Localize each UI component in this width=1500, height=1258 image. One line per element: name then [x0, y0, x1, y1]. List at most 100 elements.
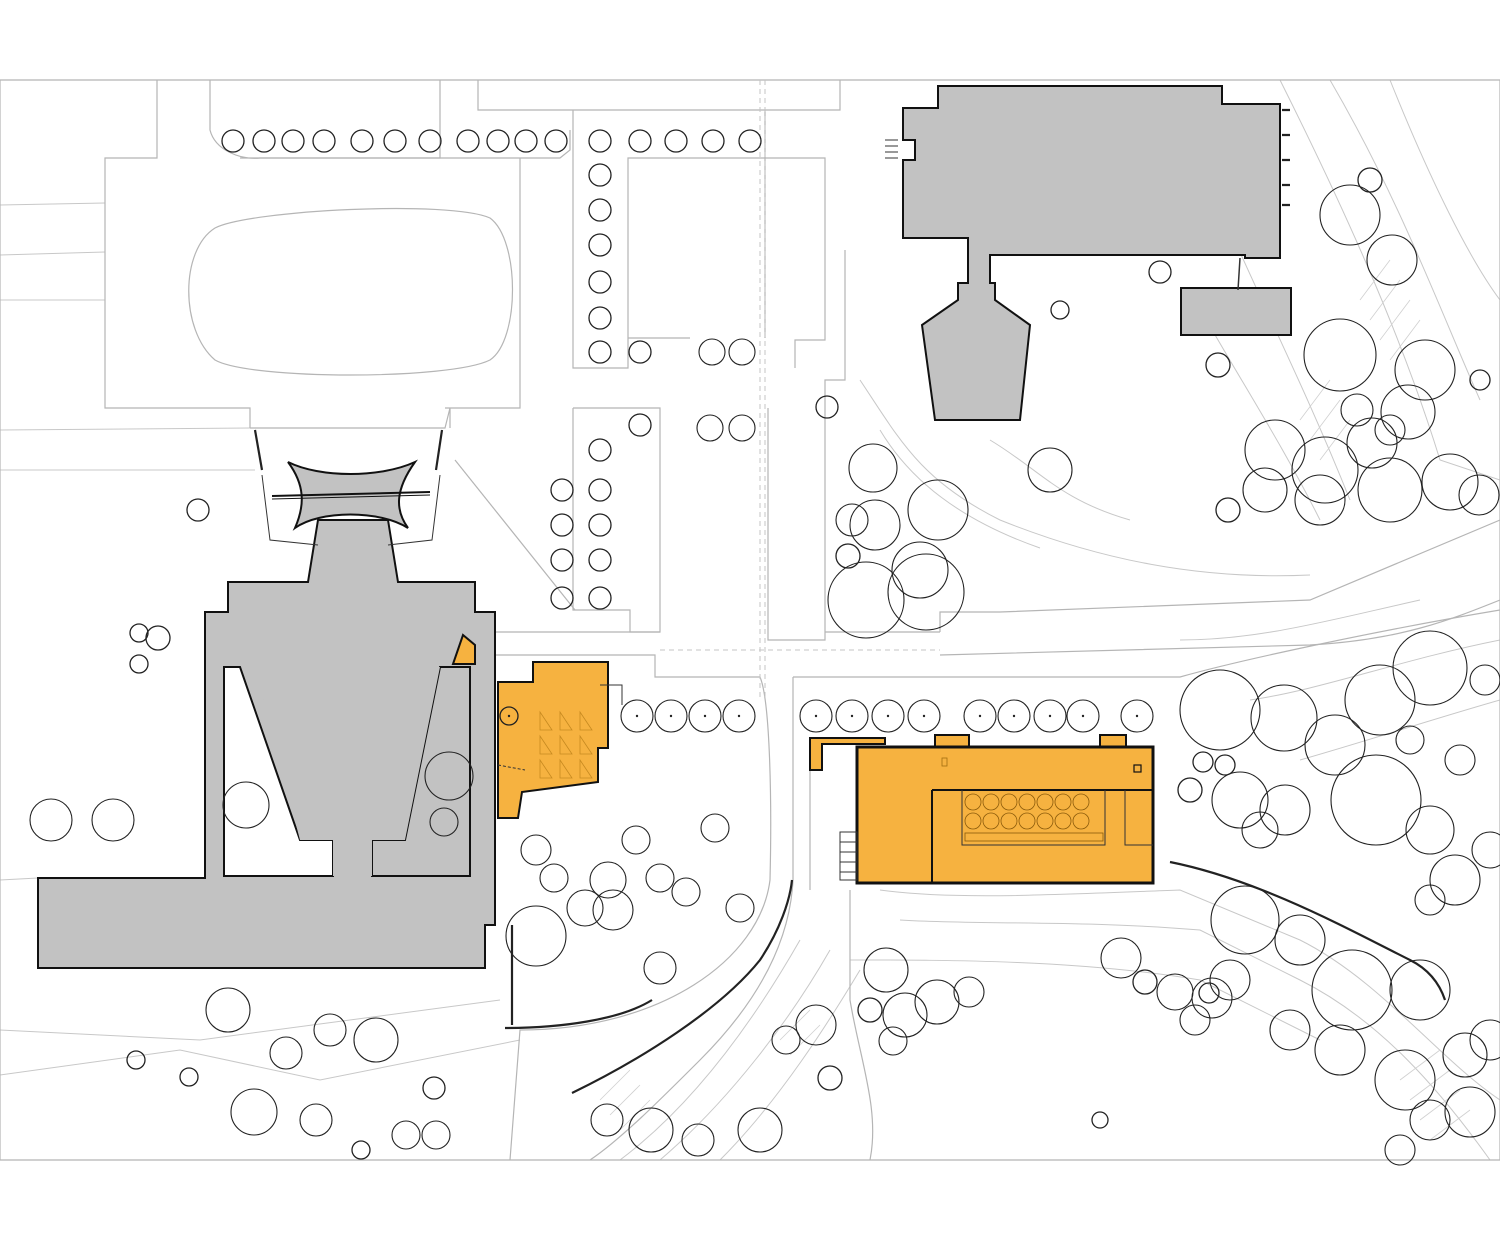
tree-canopy	[771, 1025, 801, 1055]
tree-canopy	[848, 443, 898, 493]
tree-canopy	[505, 905, 567, 967]
tree-canopy	[799, 699, 833, 733]
tree-canopy	[129, 623, 149, 643]
tree-canopy	[1210, 885, 1280, 955]
tree-canopy	[628, 1107, 674, 1153]
tree-canopy	[1366, 234, 1418, 286]
tree-canopy	[186, 498, 210, 522]
tree-canopy	[725, 893, 755, 923]
tree-canopy	[539, 863, 569, 893]
tree-canopy	[1421, 453, 1479, 511]
tree-canopy	[907, 479, 969, 541]
tree-canopy	[628, 413, 652, 437]
tree-canopy	[1389, 959, 1451, 1021]
tree-canopy	[654, 699, 688, 733]
tree-canopy	[1120, 699, 1154, 733]
tree-canopy	[205, 987, 251, 1033]
tree-canopy	[1156, 973, 1194, 1011]
tree-canopy	[1471, 831, 1500, 869]
tree-canopy	[1244, 419, 1306, 481]
tree-canopy	[1148, 260, 1172, 284]
tree-canopy	[1394, 339, 1456, 401]
tree-canopy	[222, 781, 270, 829]
tree-canopy	[1409, 1099, 1451, 1141]
tree-canopy	[835, 699, 869, 733]
tree-canopy	[728, 414, 756, 442]
tree-trunk-dot	[886, 714, 890, 718]
tree-canopy	[914, 979, 960, 1025]
tree-canopy	[1330, 754, 1422, 846]
tree-canopy	[391, 1120, 421, 1150]
tree-canopy	[738, 129, 762, 153]
tree-canopy	[1192, 751, 1214, 773]
tree-canopy	[1374, 414, 1406, 446]
tree-canopy	[963, 699, 997, 733]
tree-canopy	[1274, 914, 1326, 966]
new-building-east	[809, 734, 1155, 885]
site-walls	[504, 684, 1447, 1094]
tree-canopy	[1392, 630, 1468, 706]
tree-canopy	[312, 129, 336, 153]
tree-canopy	[421, 1120, 451, 1150]
tree-canopy	[592, 889, 634, 931]
tree-canopy	[878, 1026, 908, 1056]
tree-canopy	[1050, 300, 1070, 320]
tree-canopy	[1469, 1019, 1500, 1061]
tree-canopy	[422, 1076, 446, 1100]
tree-canopy	[688, 699, 722, 733]
tree-canopy	[645, 863, 675, 893]
tree-canopy	[1209, 959, 1251, 1001]
tree-canopy	[1380, 384, 1436, 440]
tree-canopy	[1340, 393, 1374, 427]
tree-canopy	[550, 548, 574, 572]
tree-canopy	[863, 947, 909, 993]
tree-trunk-dot	[507, 714, 511, 718]
tree-canopy	[486, 129, 510, 153]
tree-canopy	[1191, 977, 1233, 1019]
tree-canopy	[671, 877, 701, 907]
tree-canopy	[835, 503, 869, 537]
tree-canopy	[1395, 725, 1425, 755]
tree-canopy	[589, 861, 627, 899]
tree-canopy	[1319, 184, 1381, 246]
tree-canopy	[1177, 777, 1203, 803]
tree-canopy	[520, 834, 552, 866]
tree-canopy	[588, 586, 612, 610]
tree-canopy	[383, 129, 407, 153]
tree-canopy	[1211, 771, 1269, 829]
tree-trunk-dot	[635, 714, 639, 718]
tree-canopy	[429, 807, 459, 837]
tree-canopy	[269, 1036, 303, 1070]
tree-canopy	[1091, 1111, 1109, 1129]
tree-canopy	[1066, 699, 1100, 733]
tree-trunk-dot	[1012, 714, 1016, 718]
tree-canopy	[1259, 784, 1311, 836]
tree-canopy	[221, 129, 245, 153]
tree-canopy	[849, 499, 901, 551]
tree-canopy	[1458, 474, 1500, 516]
tree-canopy	[827, 561, 905, 639]
tree-canopy	[1132, 969, 1158, 995]
tree-canopy	[252, 129, 276, 153]
tree-canopy	[621, 825, 651, 855]
tree-canopy	[815, 395, 839, 419]
tree-canopy	[1294, 474, 1346, 526]
tree-canopy	[418, 129, 442, 153]
tree-canopy	[643, 951, 677, 985]
tree-canopy	[1374, 1049, 1436, 1111]
slope-hatching	[599, 259, 1471, 1141]
tree-canopy	[550, 478, 574, 502]
tree-canopy	[550, 513, 574, 537]
tree-trunk-dot	[1081, 714, 1085, 718]
tree-canopy	[1179, 1004, 1211, 1036]
tree-canopy	[351, 1140, 371, 1160]
tree-canopy	[1384, 1134, 1416, 1166]
tree-canopy	[281, 129, 305, 153]
tree-canopy	[588, 513, 612, 537]
tree-canopy	[313, 1013, 347, 1047]
tree-canopy	[29, 798, 73, 842]
tree-canopy	[696, 414, 724, 442]
tree-canopy	[1303, 318, 1377, 392]
tree-canopy	[1444, 1086, 1496, 1138]
